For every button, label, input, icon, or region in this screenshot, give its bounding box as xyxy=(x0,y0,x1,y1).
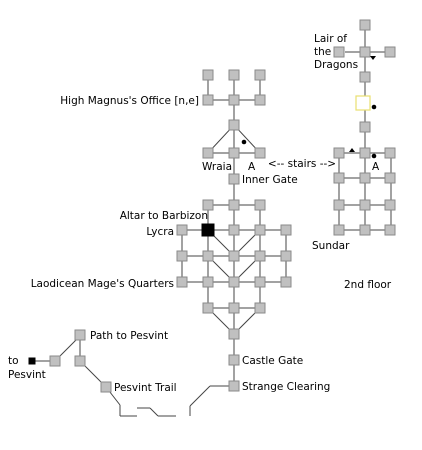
label-high-magnus: High Magnus's Office [n,e] xyxy=(60,95,199,107)
room[interactable] xyxy=(228,69,240,81)
room[interactable] xyxy=(359,224,371,236)
exit-dot xyxy=(371,104,377,110)
label-a-left: A xyxy=(248,161,256,173)
room[interactable] xyxy=(359,199,371,211)
room[interactable] xyxy=(384,172,396,184)
room[interactable] xyxy=(384,199,396,211)
room-strange-clearing[interactable] xyxy=(228,380,240,392)
room[interactable] xyxy=(254,302,266,314)
label-lair-1: Lair of xyxy=(314,33,347,45)
room[interactable] xyxy=(384,46,396,58)
room[interactable] xyxy=(333,172,345,184)
room[interactable] xyxy=(333,224,345,236)
room-exit-to-pesvint[interactable] xyxy=(28,357,36,365)
room[interactable] xyxy=(228,276,240,288)
label-laodicean: Laodicean Mage's Quarters xyxy=(31,278,174,290)
exit-dot xyxy=(241,139,247,145)
room[interactable] xyxy=(280,224,292,236)
exit-dot xyxy=(371,153,377,159)
room[interactable] xyxy=(359,121,371,133)
room[interactable] xyxy=(49,355,61,367)
room-castle-gate[interactable] xyxy=(228,354,240,366)
room[interactable] xyxy=(359,172,371,184)
map-labels: Lair of the Dragons High Magnus's Office… xyxy=(8,33,392,394)
label-pesvint-trail: Pesvint Trail xyxy=(114,382,177,394)
room-high-magnus-office[interactable] xyxy=(202,94,214,106)
label-lair-3: Dragons xyxy=(314,59,358,71)
room[interactable] xyxy=(254,94,266,106)
room[interactable] xyxy=(254,250,266,262)
label-wraia: Wraia xyxy=(202,161,232,173)
label-strange-clearing: Strange Clearing xyxy=(242,381,330,393)
room[interactable] xyxy=(202,69,214,81)
room[interactable] xyxy=(333,46,345,58)
room[interactable] xyxy=(254,199,266,211)
label-castle-gate: Castle Gate xyxy=(242,355,303,367)
room[interactable] xyxy=(333,147,345,159)
label-path-to-pesvint: Path to Pesvint xyxy=(90,330,168,342)
label-stairs: <-- stairs --> xyxy=(268,158,336,170)
room[interactable] xyxy=(254,69,266,81)
label-lycra: Lycra xyxy=(146,226,174,238)
room[interactable] xyxy=(228,147,240,159)
room-wraia[interactable] xyxy=(202,147,214,159)
label-inner-gate: Inner Gate xyxy=(242,174,298,186)
room[interactable] xyxy=(176,250,188,262)
room-stairs-a[interactable] xyxy=(254,147,266,159)
room[interactable] xyxy=(254,276,266,288)
label-sundar: Sundar xyxy=(312,240,350,252)
label-lair-2: the xyxy=(314,46,331,58)
label-pesvint: Pesvint xyxy=(8,369,46,381)
room[interactable] xyxy=(228,250,240,262)
room[interactable] xyxy=(228,224,240,236)
room[interactable] xyxy=(384,147,396,159)
room[interactable] xyxy=(202,250,214,262)
label-second-floor: 2nd floor xyxy=(344,279,392,291)
room[interactable] xyxy=(228,94,240,106)
room[interactable] xyxy=(359,71,371,83)
up-exit-marker xyxy=(349,148,355,152)
room-pesvint-trail[interactable] xyxy=(100,381,112,393)
room[interactable] xyxy=(384,224,396,236)
room[interactable] xyxy=(254,224,266,236)
label-altar: Altar to Barbizon xyxy=(120,210,208,222)
room[interactable] xyxy=(74,355,86,367)
room[interactable] xyxy=(228,328,240,340)
room-laodicean-quarters[interactable] xyxy=(176,276,188,288)
room-current-altar[interactable] xyxy=(201,223,215,237)
room[interactable] xyxy=(280,276,292,288)
label-to: to xyxy=(8,355,19,367)
room[interactable] xyxy=(202,199,214,211)
room-inner-gate[interactable] xyxy=(228,173,240,185)
room[interactable] xyxy=(359,147,371,159)
label-a-right: A xyxy=(372,161,380,173)
room-lycra[interactable] xyxy=(176,224,188,236)
room[interactable] xyxy=(280,250,292,262)
room[interactable] xyxy=(333,199,345,211)
room[interactable] xyxy=(228,302,240,314)
room[interactable] xyxy=(228,199,240,211)
room[interactable] xyxy=(359,46,371,58)
room[interactable] xyxy=(202,276,214,288)
room[interactable] xyxy=(359,19,371,31)
rooms-second-floor xyxy=(333,19,396,236)
down-exit-marker xyxy=(370,56,376,60)
room[interactable] xyxy=(202,302,214,314)
room-path-to-pesvint[interactable] xyxy=(74,329,86,341)
rooms-castle xyxy=(28,69,292,393)
room[interactable] xyxy=(228,119,240,131)
room-highlighted[interactable] xyxy=(355,95,371,111)
